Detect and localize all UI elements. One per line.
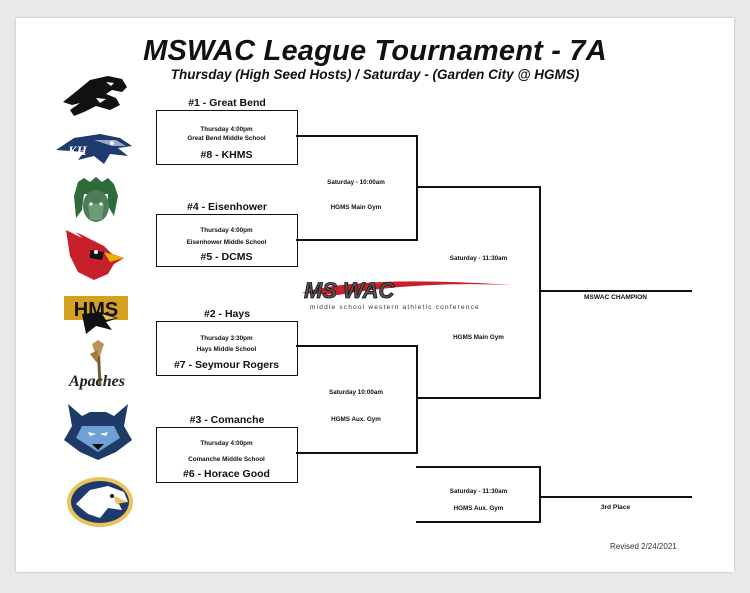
matchup-box: Thursday 4:00pm Great Bend Middle School… xyxy=(156,110,298,165)
bracket-line xyxy=(296,345,418,347)
bracket-line xyxy=(416,466,541,468)
seed-label-top: #1 - Great Bend xyxy=(188,97,266,109)
cardinal-logo xyxy=(66,230,124,280)
seed-label-bottom: #6 - Horace Good xyxy=(183,468,270,480)
bracket-line xyxy=(416,345,418,453)
champion-line xyxy=(539,290,692,292)
svg-text:KH: KH xyxy=(67,143,88,158)
bracket-line xyxy=(539,186,541,398)
game-time: Thursday 3:30pm xyxy=(200,335,253,342)
game-venue: Great Bend Middle School xyxy=(187,135,266,142)
svg-text:Apaches: Apaches xyxy=(68,373,125,390)
game-venue: Hays Middle School xyxy=(196,346,257,353)
apaches-logo: Apaches xyxy=(68,340,125,390)
hays-eagle-logo: HMS xyxy=(64,296,128,334)
champion-label: MSWAC CHAMPION xyxy=(583,294,647,301)
matchup-box: Thursday 4:00pm Comanche Middle School #… xyxy=(156,427,298,483)
hawk-logo: KH xyxy=(56,134,132,164)
seed-label-bottom: #7 - Seymour Rogers xyxy=(173,359,280,371)
page-subtitle: Thursday (High Seed Hosts) / Saturday - … xyxy=(170,67,580,82)
seed-label-bottom: #5 - DCMS xyxy=(200,251,253,263)
bracket-line xyxy=(416,397,541,399)
wolf-logo xyxy=(64,404,132,460)
revised-date: Revised 2/24/2021 xyxy=(610,542,677,551)
bracket-line xyxy=(416,186,541,188)
seed-label-bottom: #8 - KHMS xyxy=(200,149,253,161)
bracket-line xyxy=(416,521,541,523)
svg-text:middle school western athletic: middle school western athletic conferenc… xyxy=(310,304,480,311)
seed-label-top: #3 - Comanche xyxy=(189,414,265,426)
eagle-logo xyxy=(67,477,133,527)
third-place-line xyxy=(539,496,692,498)
seed-label-top: #2 - Hays xyxy=(203,308,251,320)
semi-time: Saturday - 10:00am xyxy=(327,179,385,186)
seed-label-top: #4 - Eisenhower xyxy=(187,201,267,213)
game-venue: Eisenhower Middle School xyxy=(186,239,267,246)
third-place-time: Saturday - 11:30am xyxy=(449,488,508,495)
page-title: MSWAC League Tournament - 7A xyxy=(143,35,607,67)
semi-time: Saturday 10:00am xyxy=(329,389,383,396)
game-time: Thursday 4:00pm xyxy=(200,227,253,234)
bracket-sheet: MSWAC League Tournament - 7A Thursday (H… xyxy=(16,18,734,572)
bracket-line xyxy=(296,135,418,137)
svg-text:MS WAC: MS WAC xyxy=(304,278,396,303)
matchup-box: Thursday 4:00pm Eisenhower Middle School… xyxy=(156,214,298,267)
indian-chief-logo xyxy=(74,177,118,222)
third-place-venue: HGMS Aux. Gym xyxy=(453,505,504,512)
matchup-box: Thursday 3:30pm Hays Middle School #7 - … xyxy=(156,321,298,376)
final-time: Saturday - 11:30am xyxy=(449,255,508,262)
bracket-line xyxy=(296,239,418,241)
final-venue: HGMS Main Gym xyxy=(453,334,504,341)
game-venue: Comanche Middle School xyxy=(188,456,265,463)
panther-logo xyxy=(63,76,127,116)
semi-venue: HGMS Aux. Gym xyxy=(331,416,381,423)
bracket-line xyxy=(296,452,418,454)
semi-venue: HGMS Main Gym xyxy=(330,204,382,211)
game-time: Thursday 4:00pm xyxy=(200,440,253,447)
mswac-logo: MS WAC middle school western athletic co… xyxy=(302,278,512,311)
game-time: Thursday 4:00pm xyxy=(200,126,253,133)
bracket-line xyxy=(539,466,541,522)
third-place-label: 3rd Place xyxy=(600,504,631,511)
